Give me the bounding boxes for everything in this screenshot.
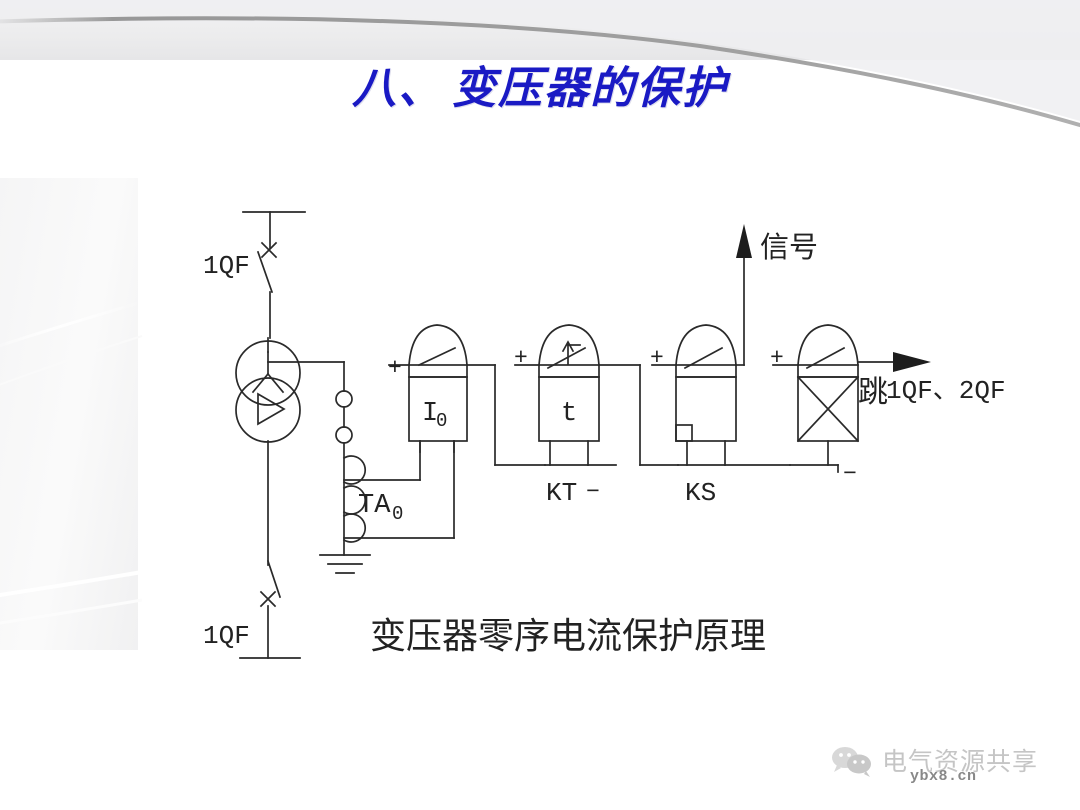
relay3-flag-indicator [675,424,693,442]
relay4-contact-blade [805,346,846,370]
relay4-contact-dome [797,324,859,366]
time-relay [514,324,679,466]
signal-arrow [735,224,752,366]
plus-marker-relay2: + [514,345,528,371]
label-trip-cn: 跳 [858,376,888,409]
label-ct: TA [358,491,391,521]
wechat-icon [832,747,871,777]
label-ct-sub: 0 [392,503,403,525]
signal-relay [651,324,791,466]
circuit-breaker-top [256,241,278,339]
label-relay1-sub: 0 [436,410,447,432]
diagram-caption: 变压器零序电流保护原理 [370,616,766,656]
label-breaker-top: 1QF [203,251,250,281]
relay4-terminal-strip [797,364,859,378]
star-leg-left [251,372,270,394]
diagram-labels: 1QF 1QF TA 0 I 0 t KT KS + + + + − − 信号 … [203,231,1006,656]
watermark-brand: 电气资源共享 [882,748,1039,776]
relay3-contact-blade [683,346,724,370]
breaker-top-blade [256,250,274,294]
watermark-site: ybx8.cn [910,767,977,785]
ct-branch [267,361,455,574]
transformer-winding-delta [235,377,301,443]
terminal-dot-lower [335,426,353,444]
breaker-top-cross-b [260,241,278,259]
minus-marker-relay2: − [586,479,600,505]
zero-sequence-ct [342,455,366,543]
trip-arrow-head [893,352,931,372]
plus-marker-relay4: + [770,345,784,371]
watermark-text: 电气资源共享 ybx8.cn [882,748,1039,784]
relay4-cross-b [796,375,860,443]
circuit-breaker-bottom [259,559,282,659]
relay1-contact-dome [408,324,468,366]
relay2-delay-arrowhead [561,340,575,353]
page-title: 八、变压器的保护 [0,52,1080,116]
label-trip-devices: 1QF、2QF [886,376,1006,406]
title-number: 八、 [352,64,444,113]
power-transformer [235,337,301,566]
ct-coil-1 [342,455,366,485]
breaker-bottom-blade [266,559,282,599]
current-relay [388,324,546,466]
relay2-contact-dome [538,324,600,366]
earth-ground [319,554,371,574]
minus-marker-relay4: − [843,461,857,487]
star-leg-right [266,372,285,394]
label-relay2-tag: KT [546,478,577,508]
trip-arrow [857,352,931,372]
signal-arrow-head [736,224,752,258]
ct-coil-3 [342,513,366,543]
relay1-terminal-strip [408,364,468,378]
breaker-bottom-cross-b [259,590,277,608]
label-signal: 信号 [760,231,818,264]
title-text: 变压器的保护 [452,64,728,113]
relay2-contact-blade [546,346,587,370]
watermark: 电气资源共享 ybx8.cn [830,735,1066,789]
relay3-contact-dome [675,324,737,366]
primary-circuit [235,211,306,659]
plus-marker-relay3: + [650,345,664,371]
relay3-terminal-strip [675,364,737,378]
label-relay2: t [561,399,577,429]
relay1-body [408,376,468,442]
terminal-dot-upper [335,390,353,408]
relay2-body [538,376,600,442]
label-relay1: I [422,399,438,429]
relay3-body [675,376,737,442]
delta-symbol [257,392,286,426]
relay2-terminal-strip [538,364,600,378]
plus-marker-relay1: + [388,355,402,381]
trip-coil-relay [772,324,860,473]
label-relay3-tag: KS [685,478,716,508]
relay1-contact-blade [417,346,457,367]
label-breaker-bottom: 1QF [203,621,250,651]
